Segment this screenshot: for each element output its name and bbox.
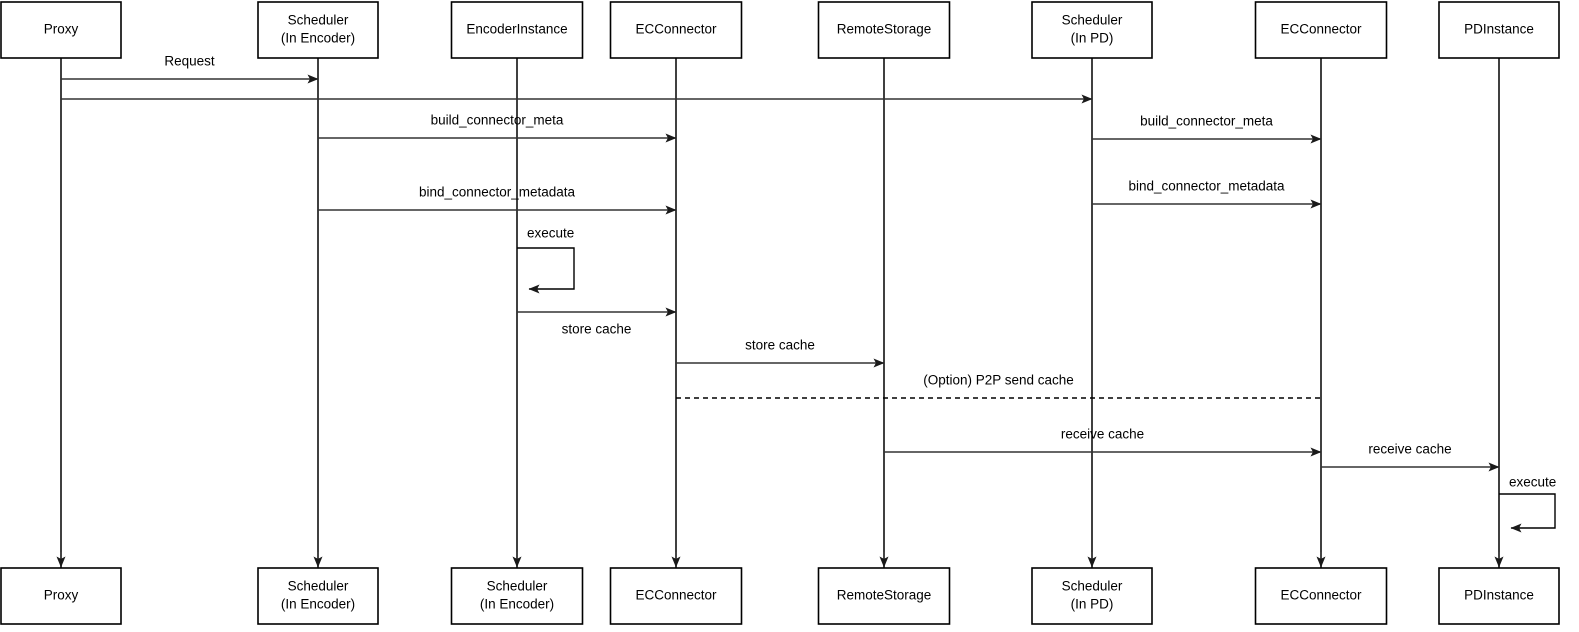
header-label-ec-connector-1: ECConnector [635, 22, 717, 37]
messages-group: Request build_connector_meta build_connect… [61, 54, 1500, 472]
footer-sublabel-scheduler-pd: (In PD) [1071, 597, 1114, 612]
footer-label-pd-instance: PDInstance [1464, 588, 1534, 603]
message-label-m4: build_connector_meta [1140, 114, 1273, 129]
footer-label-encoder-inst: Scheduler [487, 579, 548, 594]
header-label-remote-storage: RemoteStorage [837, 22, 932, 37]
footer-label-remote-storage: RemoteStorage [837, 588, 932, 603]
message-label-m10: receive cache [1061, 427, 1144, 442]
footer-box-ec-connector-1[interactable] [609, 567, 743, 625]
header-box-encoder-inst[interactable] [450, 1, 584, 59]
header-label-scheduler-pd: Scheduler [1062, 13, 1123, 28]
header-box-proxy[interactable] [0, 1, 122, 59]
footer-label-ec-connector-1: ECConnector [635, 588, 717, 603]
lifelines-group [56, 58, 1504, 568]
header-box-scheduler-pd[interactable] [1031, 1, 1153, 59]
self-message-loop-s1[interactable] [517, 247, 575, 294]
footer-label-scheduler-pd: Scheduler [1062, 579, 1123, 594]
header-box-pd-instance[interactable] [1438, 1, 1560, 59]
footer-sublabel-encoder-inst: (In Encoder) [480, 597, 554, 612]
self-message-loop-s2[interactable] [1499, 493, 1556, 533]
footer-box-scheduler-enc[interactable] [257, 567, 379, 625]
footer-label-scheduler-enc: Scheduler [288, 579, 349, 594]
participant-footers-group: Proxy Scheduler (In Encoder) Scheduler (In E… [0, 567, 1560, 625]
header-label-scheduler-enc: Scheduler [288, 13, 349, 28]
footer-label-proxy: Proxy [44, 588, 79, 603]
header-label-ec-connector-2: ECConnector [1280, 22, 1362, 37]
footer-box-scheduler-pd[interactable] [1031, 567, 1153, 625]
message-label-m1: Request [164, 54, 215, 69]
header-box-scheduler-enc[interactable] [257, 1, 379, 59]
message-label-m6: bind_connector_metadata [1128, 179, 1285, 194]
footer-box-encoder-inst[interactable] [450, 567, 584, 625]
footer-sublabel-scheduler-enc: (In Encoder) [281, 597, 355, 612]
self-messages-group: execute execute [517, 226, 1556, 533]
header-label-proxy: Proxy [44, 22, 79, 37]
header-label-pd-instance: PDInstance [1464, 22, 1534, 37]
header-sublabel-scheduler-enc: (In Encoder) [281, 31, 355, 46]
self-message-label-s1: execute [527, 226, 574, 241]
message-label-m7: store cache [562, 322, 632, 337]
header-box-remote-storage[interactable] [817, 1, 951, 59]
header-box-ec-connector-1[interactable] [609, 1, 743, 59]
message-label-m3: build_connector_meta [431, 113, 564, 128]
footer-label-ec-connector-2: ECConnector [1280, 588, 1362, 603]
footer-box-ec-connector-2[interactable] [1254, 567, 1388, 625]
footer-box-pd-instance[interactable] [1438, 567, 1560, 625]
participant-headers-group: Proxy Scheduler (In Encoder) EncoderInstanc… [0, 1, 1560, 59]
header-label-encoder-inst: EncoderInstance [466, 22, 567, 37]
message-label-m8: store cache [745, 338, 815, 353]
message-label-m9: (Option) P2P send cache [923, 373, 1074, 388]
header-box-ec-connector-2[interactable] [1254, 1, 1388, 59]
self-message-label-s2: execute [1509, 475, 1556, 490]
header-sublabel-scheduler-pd: (In PD) [1071, 31, 1114, 46]
message-label-m11: receive cache [1368, 442, 1451, 457]
footer-box-remote-storage[interactable] [817, 567, 951, 625]
message-label-m5: bind_connector_metadata [419, 185, 576, 200]
footer-box-proxy[interactable] [0, 567, 122, 625]
